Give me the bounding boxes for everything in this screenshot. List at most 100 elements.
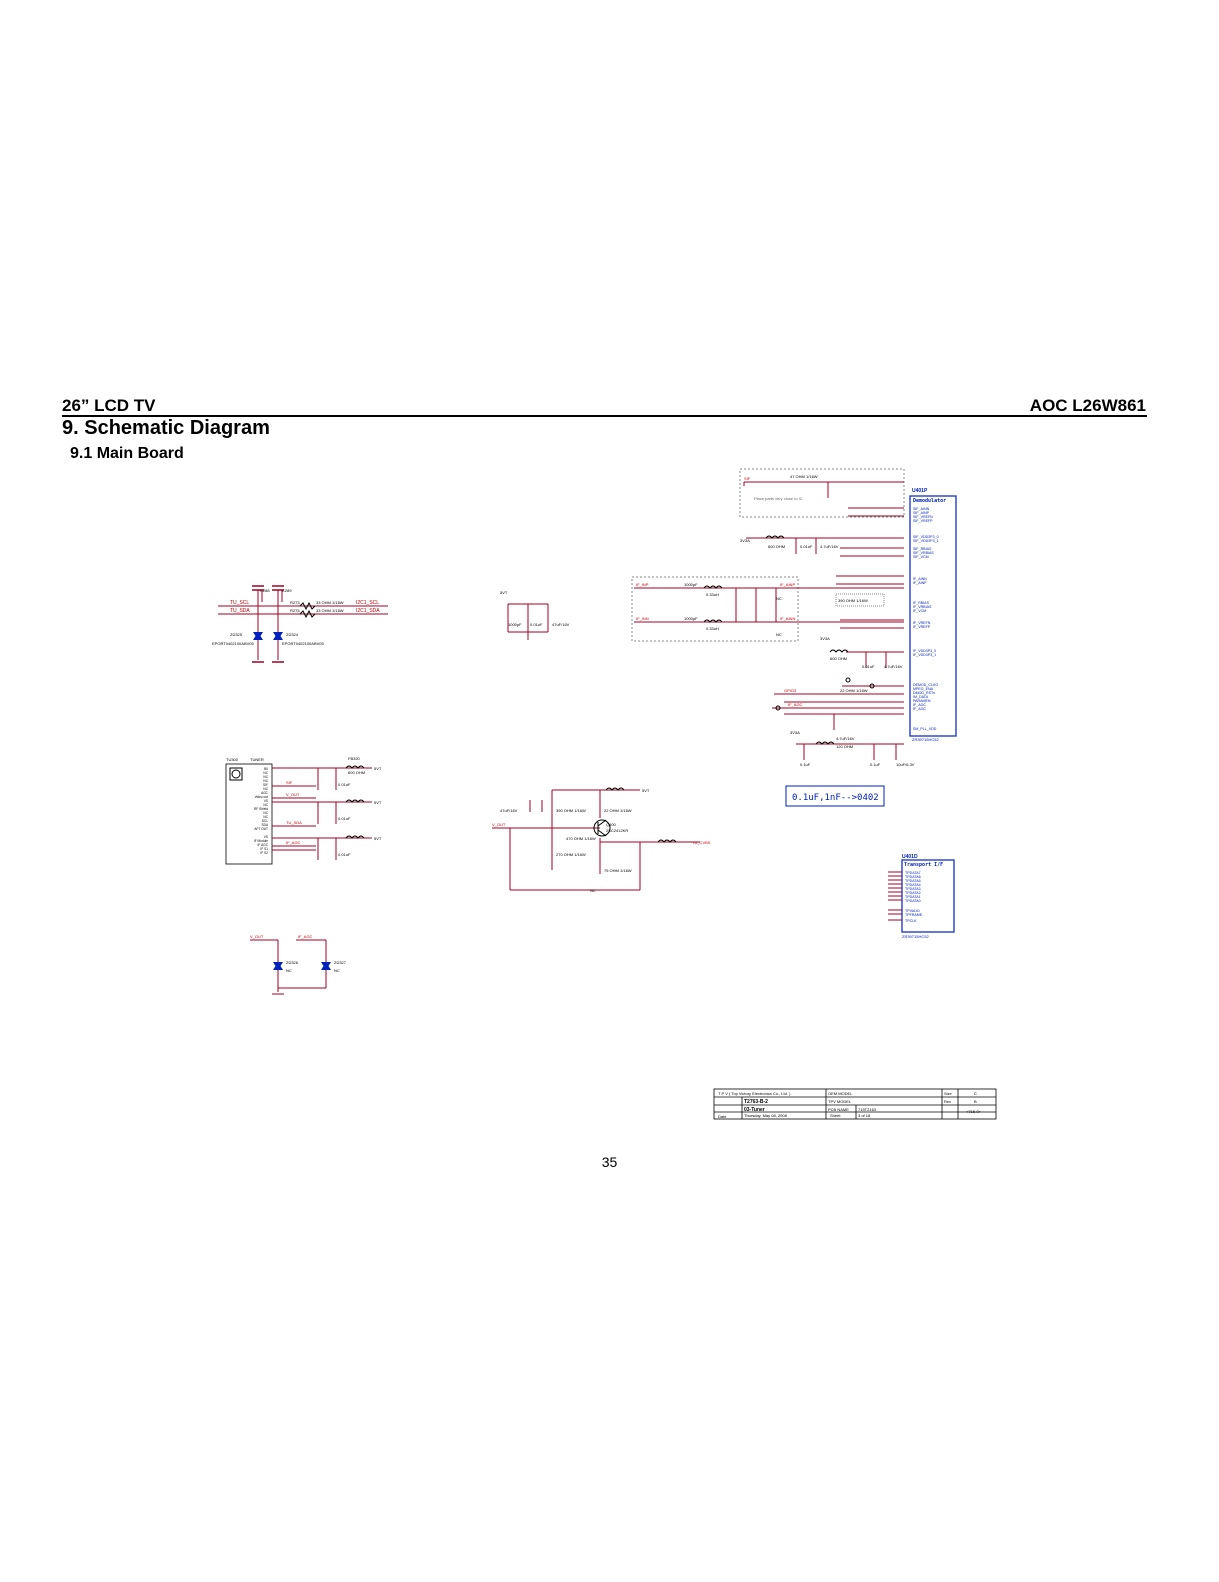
resistor-symbols-top: [299, 601, 316, 619]
5vt-decoupling: [507, 603, 549, 640]
net-if-ainn: IF_AINN: [780, 616, 795, 621]
i2c-caps: [252, 585, 284, 663]
tb-sheet-label: Sheet: [830, 1113, 841, 1118]
net-5vt-video: 5VT: [642, 788, 650, 793]
tuner-wires: [272, 767, 372, 860]
net-if-agc-tuner: IF_AGC: [286, 840, 301, 845]
title-block-text: T P V ( Top Victory Electronics Co., Ltd…: [718, 1091, 982, 1119]
fb-cvbs-icon: [657, 839, 677, 843]
ind-033-1: 0.33uH: [706, 592, 719, 597]
demod-pin-24: IF_AGC: [913, 707, 926, 711]
header-rule: [62, 415, 1147, 417]
net-sif-tuner: SIF: [286, 780, 293, 785]
tuner-pin-labels: B0 NC NC NC SIF NC AGC Video out VS NC R…: [254, 767, 269, 855]
net-3v3a-3: 3V3A: [790, 730, 800, 735]
ind-pll: [815, 741, 835, 745]
demod-pin-10: IF_AINP: [913, 581, 927, 585]
demod-pin-0: SIF_AINN: [913, 507, 930, 511]
zd325-ref: ZD325: [230, 632, 243, 637]
demod-pin-23: IF_AGC: [913, 703, 926, 707]
nc-1: NC: [776, 596, 782, 601]
demod-pin-8: SIF_VCM: [913, 555, 929, 559]
demod-pin-18: DEMOD_CLKO: [913, 683, 938, 687]
cap-001-1: 0.01uF: [530, 622, 543, 627]
r-120: 120 OHM: [836, 744, 853, 749]
demod-pin-6: SIF_RBIAS: [913, 547, 932, 551]
demod-pin-7: SIF_VRBIAS: [913, 551, 934, 555]
pll-power-wires: [796, 743, 904, 760]
cap-001-tuner1: 0.01uF: [338, 782, 351, 787]
cap-001-tuner2: 0.01uF: [338, 816, 351, 821]
r-270-video: 270 OHM 1/16W: [556, 852, 586, 857]
cap-1000p-1: 1000pF: [508, 622, 522, 627]
tuner-pin-11: NC: [263, 811, 268, 815]
u401p-pin-labels: SIF_AINN SIF_AINP SIF_VREFN SIF_VREFP SI…: [913, 507, 939, 731]
tuner-pin-17: IF Module: [254, 839, 268, 843]
tb-size-value: C: [974, 1091, 977, 1096]
tuner-pin-5: NC: [263, 787, 268, 791]
nc-2: NC: [776, 632, 782, 637]
net-if-agc-1: IF_AGC: [788, 702, 803, 707]
if-bias-wires: [836, 575, 904, 668]
cap-001-tuner3: 0.01uF: [338, 852, 351, 857]
cap-47-video: 47uF/16V: [500, 808, 518, 813]
control-wires: [772, 685, 904, 730]
q400-transistor-icon: [593, 819, 611, 837]
net-tu-sda: TU_SDA: [230, 608, 250, 614]
u401d-ref: U401D: [902, 854, 918, 860]
cap-10u-pll: 10uF/6.3V: [896, 762, 915, 767]
tuner-pin-7: Video out: [255, 795, 269, 799]
tp-pin-4: TPDATA3: [905, 887, 921, 891]
tuner-pin-18: IF AGC: [258, 843, 269, 847]
tuner-ref: TU300: [226, 757, 239, 762]
u401d-pin-stubs: [888, 871, 902, 921]
tuner-label: TUNER: [250, 757, 264, 762]
cap-47u-1: 4.7uF/16V: [820, 544, 839, 549]
tb-doc-value: <715-0>: [966, 1109, 982, 1114]
demod-pin-3: SIF_VREFP: [913, 519, 933, 523]
bottom-esd-wires: [250, 939, 327, 995]
tb-tpv-model: TPV MODEL: [828, 1099, 852, 1104]
demod-pin-13: IF_VCM: [913, 609, 926, 613]
r-390-video: 390 OHM 1/16W: [556, 808, 586, 813]
r275-val: 33 OHM 1/16W: [316, 608, 344, 613]
cap-47u-3: 4.7uF/16V: [836, 736, 855, 741]
r275-ref: R275: [290, 608, 300, 613]
cap-1000p-2: 1000pF: [684, 582, 698, 587]
fb-sif: 600 OHM: [768, 544, 785, 549]
u401p-ref: U401P: [912, 488, 928, 494]
net-i2c1-sda: I2C1_SDA: [356, 608, 380, 614]
title-block: [713, 1088, 997, 1120]
demod-pin-21: IM_DATA: [913, 695, 929, 699]
note-place-close: Place parts very close to IC: [754, 496, 803, 501]
tuner-pin-10: RF Shield: [254, 807, 268, 811]
r-22-video: 22 OHM 1/16W: [604, 808, 632, 813]
zd326-nc: NC: [286, 968, 292, 973]
tuner-shield-icon: [229, 767, 243, 781]
u401d-part: ZR39715HC52: [902, 934, 929, 939]
cap-47u-2: 4.7uF/16V: [884, 664, 903, 669]
ohm-tuner-1: 600 OHM: [348, 770, 365, 775]
demod-pin-2: SIF_VREFN: [913, 515, 933, 519]
ind-if-power: [829, 649, 849, 653]
r-22-ctrl: 22 OHM 1/16W: [840, 688, 868, 693]
header-product: 26” LCD TV: [62, 396, 156, 415]
sif-wires: [743, 481, 904, 517]
net-tu-sda-tuner: TU_SDA: [286, 820, 302, 825]
demod-pin-16: IF_VDD3P3_0: [913, 649, 936, 653]
tp-pin-9: TPFRAME: [905, 913, 923, 917]
tuner-pin-2: NC: [263, 775, 268, 779]
net-if-agc-esd: IF_AGC: [298, 934, 313, 939]
tuner-pin-6: AGC: [261, 791, 269, 795]
if-rbias-box: [835, 593, 885, 607]
u401p-body: [909, 495, 957, 737]
tp-pin-7: TPDATA0: [905, 899, 921, 903]
ind-033-2: 0.33uH: [706, 626, 719, 631]
tb-rev-value: B: [974, 1099, 977, 1104]
tp-pin-8: TPVALID: [905, 909, 920, 913]
zd327-ref: ZD327: [334, 960, 347, 965]
demod-pin-25: SM_PLL_VDD: [913, 727, 937, 731]
tuner-rf-connector-icon: [231, 769, 241, 779]
demod-pin-22: PARAMEN: [913, 699, 931, 703]
